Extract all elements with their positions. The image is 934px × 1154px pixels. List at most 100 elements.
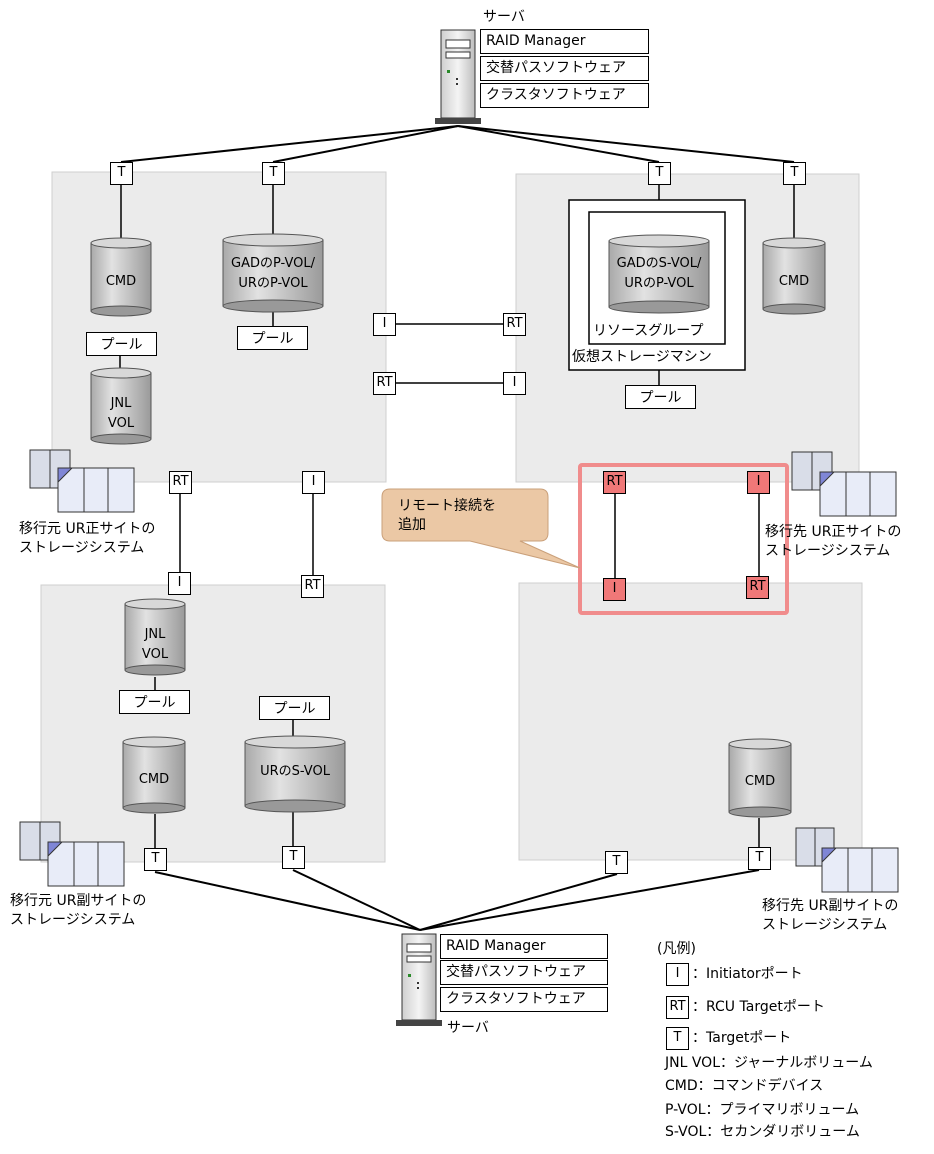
initiator-port-dst-primary-new: I bbox=[747, 471, 770, 494]
legend-target-text: ：Targetポート bbox=[692, 1030, 792, 1046]
pool-box-src-primary-pvol: プール bbox=[237, 326, 308, 350]
rcu-target-port-src-primary-gad: RT bbox=[373, 372, 396, 395]
rcu-target-port-src-secondary-new: RT bbox=[746, 576, 769, 599]
storage-icon-dst-secondary bbox=[795, 827, 899, 893]
rcu-target-port-src-secondary-ur: RT bbox=[301, 575, 324, 598]
target-port-src-secondary-cmd: T bbox=[144, 848, 167, 871]
jnl-label-src-secondary: JNL VOL bbox=[125, 625, 185, 665]
gad-pvol-label-line2: URのP-VOL bbox=[238, 276, 308, 291]
target-port-src-cmd: T bbox=[110, 162, 133, 185]
jnl-label-line1: JNL bbox=[110, 396, 132, 411]
legend-pvol-text: P-VOL：プライマリボリューム bbox=[665, 1102, 860, 1118]
storage-label-src-primary-line2: ストレージシステム bbox=[19, 540, 145, 556]
storage-label-dst-primary-line1: 移行先 UR正サイトの bbox=[765, 524, 902, 540]
target-port-src-secondary-svol: T bbox=[282, 846, 305, 869]
gad-pvol-label: GADのP-VOL/ URのP-VOL bbox=[218, 254, 328, 294]
top-server-label: サーバ bbox=[483, 9, 525, 25]
legend-initiator-text: ：Initiatorポート bbox=[692, 966, 803, 982]
site-src-secondary bbox=[40, 584, 386, 863]
resource-group-label: リソースグループ bbox=[593, 323, 704, 339]
jnl-cylinder-src-secondary bbox=[124, 598, 186, 676]
pool-box-src-secondary-jnl: プール bbox=[119, 690, 190, 714]
storage-label-dst-secondary: 移行先 UR副サイトの ストレージシステム bbox=[762, 897, 898, 935]
storage-label-src-primary-line1: 移行元 UR正サイトの bbox=[19, 521, 156, 537]
rcu-target-port-dst-primary-gad: RT bbox=[503, 313, 526, 336]
legend-initiator-port: I bbox=[666, 963, 689, 986]
cmd-label-dst-secondary: CMD bbox=[744, 774, 776, 789]
cmd-label-dst-primary: CMD bbox=[778, 274, 810, 289]
gad-svol-label-line1: GADのS-VOL/ bbox=[616, 256, 702, 271]
legend-title: (凡例) bbox=[657, 941, 696, 957]
pool-box-src-primary-jnl: プール bbox=[86, 332, 157, 356]
legend-cmd-text: CMD：コマンドデバイス bbox=[665, 1078, 824, 1094]
top-server-icon bbox=[435, 29, 481, 124]
storage-label-dst-secondary-line1: 移行先 UR副サイトの bbox=[762, 898, 899, 914]
new-remote-highlight bbox=[578, 463, 789, 615]
jnl-label-secondary-line2: VOL bbox=[141, 647, 169, 662]
top-cluster-software: クラスタソフトウェア bbox=[480, 83, 649, 108]
virtual-storage-label: 仮想ストレージマシン bbox=[572, 349, 712, 365]
bottom-server-icon bbox=[396, 933, 442, 1026]
pool-box-src-secondary-svol: プール bbox=[259, 696, 330, 720]
callout-text-line1: リモート接続を bbox=[398, 498, 496, 514]
bottom-alt-path-software: 交替パスソフトウェア bbox=[440, 960, 608, 985]
top-server-links bbox=[120, 125, 795, 163]
jnl-label-src-primary: JNL VOL bbox=[91, 394, 151, 434]
cmd-cylinder-src-secondary bbox=[122, 736, 186, 814]
target-port-src-pvol: T bbox=[262, 162, 285, 185]
initiator-port-src-secondary-new: I bbox=[603, 578, 626, 601]
initiator-port-src-primary-ur: I bbox=[302, 471, 325, 494]
target-port-dst-cmd: T bbox=[783, 162, 806, 185]
cmd-label-src-secondary: CMD bbox=[138, 772, 170, 787]
callout-text: リモート接続を 追加 bbox=[398, 497, 496, 535]
storage-label-src-secondary-line2: ストレージシステム bbox=[10, 912, 136, 928]
gad-svol-cylinder bbox=[608, 234, 710, 314]
cmd-cylinder-src-primary bbox=[90, 237, 152, 317]
initiator-port-src-secondary-ur: I bbox=[168, 572, 191, 595]
port-connectors bbox=[119, 185, 795, 848]
storage-icon-src-primary bbox=[29, 449, 135, 513]
jnl-cylinder-src-primary bbox=[90, 367, 152, 445]
ur-svol-cylinder bbox=[244, 735, 346, 813]
cylinders bbox=[90, 233, 826, 818]
storage-icon-dst-primary bbox=[791, 451, 897, 517]
gad-svol-label: GADのS-VOL/ URのP-VOL bbox=[604, 254, 714, 294]
bottom-cluster-software: クラスタソフトウェア bbox=[440, 987, 608, 1012]
legend-rcu-target-port: RT bbox=[666, 996, 689, 1019]
storage-label-src-primary: 移行元 UR正サイトの ストレージシステム bbox=[19, 520, 155, 558]
pool-box-dst-primary: プール bbox=[625, 385, 696, 409]
callout-bubble bbox=[381, 488, 581, 569]
legend-jnl-text: JNL VOL：ジャーナルボリューム bbox=[665, 1055, 873, 1071]
top-raid-manager: RAID Manager bbox=[480, 29, 649, 54]
callout-text-line2: 追加 bbox=[398, 517, 426, 533]
bottom-server-label: サーバ bbox=[447, 1020, 489, 1036]
rcu-target-port-dst-primary-new: RT bbox=[603, 471, 626, 494]
storage-label-src-secondary: 移行元 UR副サイトの ストレージシステム bbox=[10, 892, 146, 930]
legend-rcu-target-text: ：RCU Targetポート bbox=[692, 999, 825, 1015]
storage-label-dst-secondary-line2: ストレージシステム bbox=[762, 917, 888, 933]
site-dst-secondary bbox=[518, 582, 863, 861]
cmd-label-src-primary: CMD bbox=[105, 274, 137, 289]
initiator-port-src-primary-gad: I bbox=[373, 313, 396, 336]
jnl-label-secondary-line1: JNL bbox=[144, 627, 166, 642]
storage-label-dst-primary-line2: ストレージシステム bbox=[765, 543, 891, 559]
storage-label-dst-primary: 移行先 UR正サイトの ストレージシステム bbox=[765, 523, 901, 561]
gad-pvol-label-line1: GADのP-VOL/ bbox=[231, 256, 315, 271]
legend-svol-text: S-VOL：セカンダリボリューム bbox=[665, 1124, 860, 1140]
target-port-dst-secondary-1: T bbox=[605, 851, 628, 874]
rcu-target-port-src-primary-ur: RT bbox=[169, 471, 192, 494]
ur-svol-label: URのS-VOL bbox=[260, 764, 330, 779]
target-port-dst-svol: T bbox=[648, 162, 671, 185]
initiator-port-dst-primary-gad: I bbox=[503, 372, 526, 395]
jnl-label-line2: VOL bbox=[107, 416, 135, 431]
cmd-cylinder-dst-primary bbox=[762, 237, 826, 315]
gad-pvol-cylinder bbox=[222, 233, 324, 313]
bottom-raid-manager: RAID Manager bbox=[440, 934, 608, 959]
storage-icon-src-secondary bbox=[19, 821, 125, 887]
bottom-server-links bbox=[154, 869, 760, 931]
legend-target-port: T bbox=[666, 1027, 689, 1050]
target-port-dst-secondary-cmd: T bbox=[748, 847, 771, 870]
cmd-cylinder-dst-secondary bbox=[728, 738, 792, 818]
top-alt-path-software: 交替パスソフトウェア bbox=[480, 56, 649, 81]
